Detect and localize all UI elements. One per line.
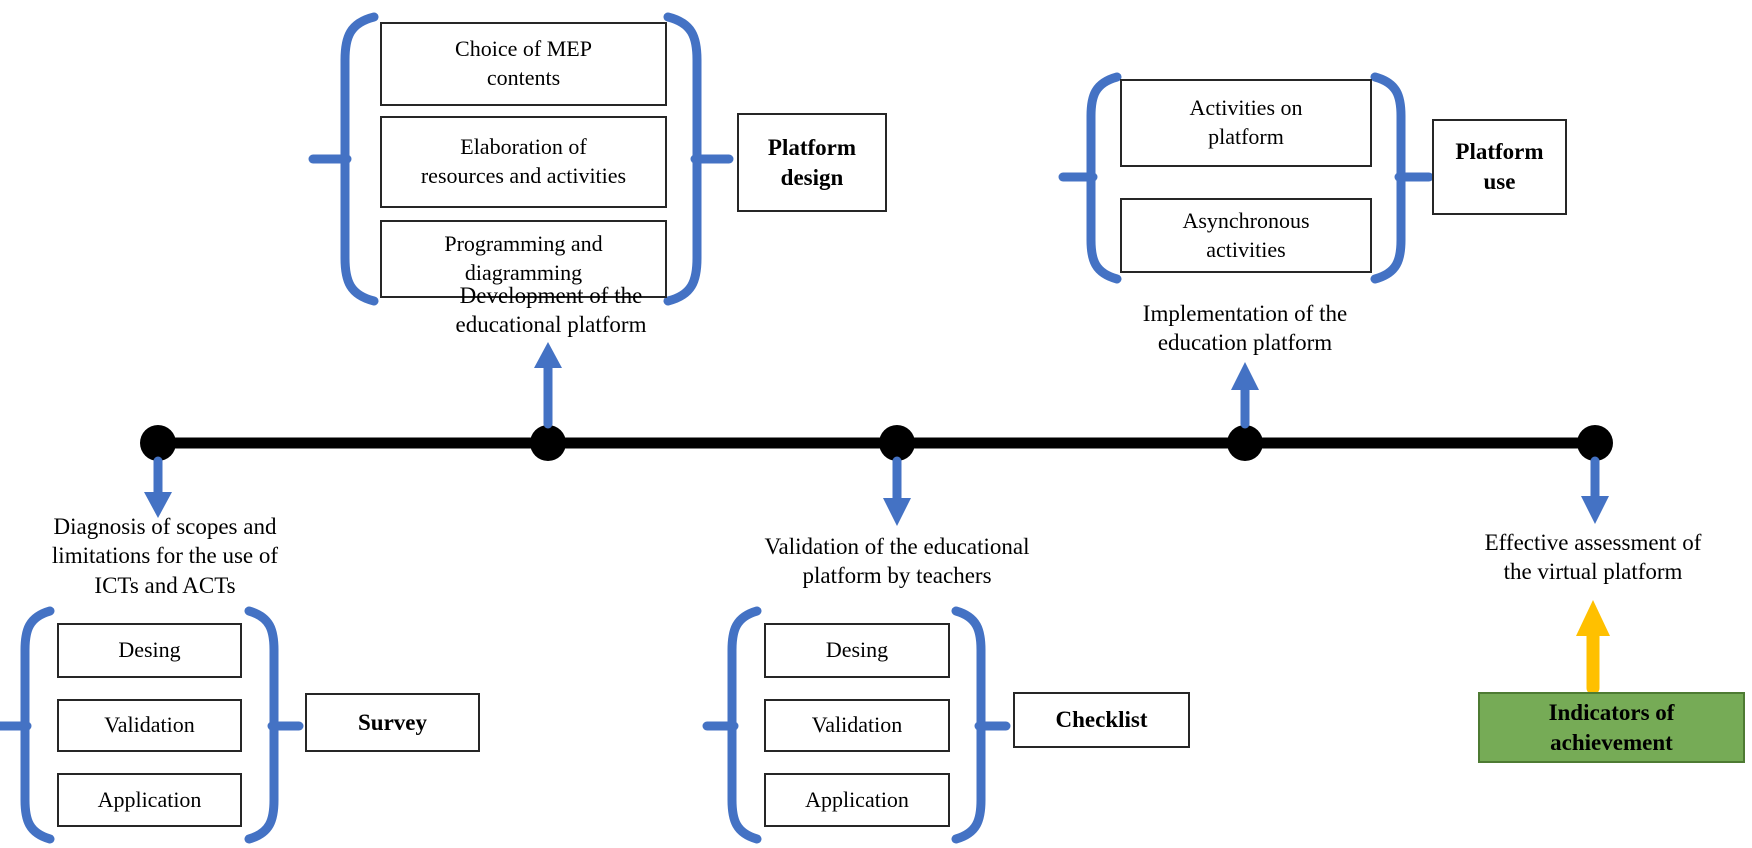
milestone-label-effective-assessment: Effective assessment of the virtual plat… bbox=[1484, 530, 1702, 585]
timeline-dot-3 bbox=[879, 425, 915, 461]
arrow-down-milestone-5 bbox=[1581, 456, 1609, 524]
result-box-platform-design: Platform design bbox=[737, 113, 887, 212]
achievement-arrow bbox=[1576, 600, 1610, 695]
milestone-label-development: Development of the educational platform bbox=[455, 283, 647, 338]
milestone-label-validation: Validation of the educational platform b… bbox=[764, 534, 1030, 589]
timeline-dot-4 bbox=[1227, 425, 1263, 461]
item-box-survey-application: Application bbox=[57, 773, 242, 827]
milestone-label-diagnosis: Diagnosis of scopes and limitations for … bbox=[51, 514, 279, 598]
arrow-down-milestone-3 bbox=[883, 456, 911, 526]
result-box-checklist: Checklist bbox=[1013, 692, 1190, 748]
timeline-dot-1 bbox=[140, 425, 176, 461]
result-box-survey: Survey bbox=[305, 693, 480, 752]
item-box-choice-mep-contents: Choice of MEP contents bbox=[380, 22, 667, 106]
indicators-of-achievement-box: Indicators of achievement bbox=[1478, 692, 1745, 763]
arrow-up-milestone-4 bbox=[1231, 362, 1259, 429]
item-box-checklist-application: Application bbox=[764, 773, 950, 827]
timeline-dot-2 bbox=[530, 425, 566, 461]
milestone-label-implementation: Implementation of the education platform bbox=[1142, 301, 1348, 356]
item-box-survey-validation: Validation bbox=[57, 699, 242, 752]
item-box-asynchronous-activities: Asynchronous activities bbox=[1120, 198, 1372, 273]
arrow-up-milestone-2 bbox=[534, 342, 562, 429]
item-box-checklist-desing: Desing bbox=[764, 623, 950, 678]
item-box-programming-diagramming: Programming and diagramming bbox=[380, 220, 667, 298]
arrow-down-milestone-1 bbox=[144, 456, 172, 518]
item-box-elaboration-resources: Elaboration of resources and activities bbox=[380, 116, 667, 208]
item-box-checklist-validation: Validation bbox=[764, 699, 950, 752]
item-box-activities-on-platform: Activities on platform bbox=[1120, 79, 1372, 167]
result-box-platform-use: Platform use bbox=[1432, 119, 1567, 215]
item-box-survey-desing: Desing bbox=[57, 623, 242, 678]
timeline-dot-5 bbox=[1577, 425, 1613, 461]
